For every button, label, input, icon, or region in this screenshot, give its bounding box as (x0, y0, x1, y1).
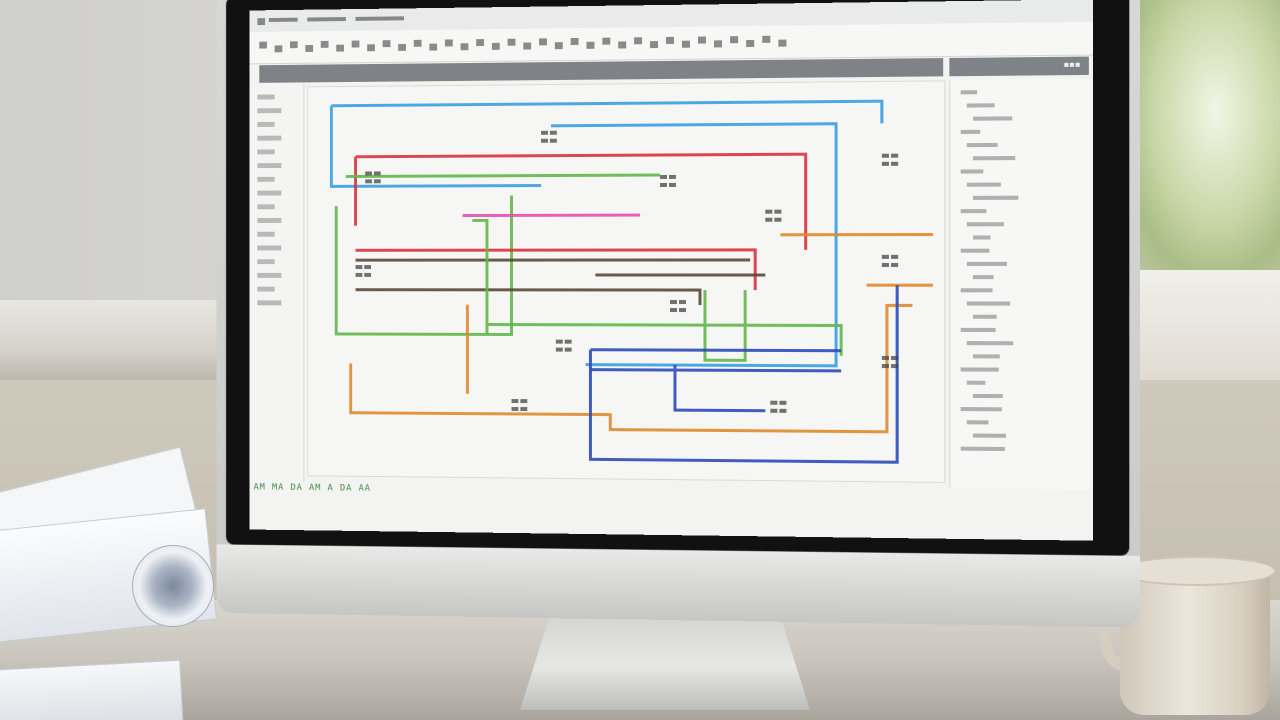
component-symbol[interactable] (520, 407, 527, 411)
component-symbol[interactable] (679, 308, 686, 312)
component-symbol[interactable] (779, 409, 786, 413)
component-symbol[interactable] (660, 183, 667, 187)
component-symbol[interactable] (512, 399, 519, 403)
component-symbol[interactable] (770, 409, 777, 413)
component-symbol[interactable] (670, 300, 677, 304)
component-symbol[interactable] (556, 348, 563, 352)
component-symbol[interactable] (882, 154, 889, 158)
component-symbol[interactable] (512, 407, 519, 411)
status-text: AM MA DA AM A DA AA (254, 483, 371, 494)
component-symbol[interactable] (891, 356, 898, 360)
component-symbol[interactable] (669, 175, 676, 179)
schematic-wire[interactable] (356, 250, 756, 290)
component-symbol[interactable] (891, 364, 898, 368)
component-symbol[interactable] (660, 175, 667, 179)
component-symbol[interactable] (541, 139, 548, 143)
screen: ▪▪▪ AM MA DA AM A DA AA (250, 0, 1093, 541)
component-symbol[interactable] (891, 255, 898, 259)
component-symbol[interactable] (770, 401, 777, 405)
component-symbol[interactable] (669, 183, 676, 187)
component-symbol[interactable] (556, 340, 563, 344)
component-symbol[interactable] (356, 273, 363, 277)
component-symbol[interactable] (882, 162, 889, 166)
schematic-wire[interactable] (356, 154, 806, 250)
component-symbol[interactable] (891, 154, 898, 158)
schematic-wire[interactable] (551, 124, 836, 366)
component-symbol[interactable] (364, 273, 371, 277)
component-symbol[interactable] (374, 171, 381, 175)
component-symbol[interactable] (565, 340, 572, 344)
component-symbol[interactable] (364, 265, 371, 269)
schematic-wire[interactable] (331, 101, 881, 186)
component-symbol[interactable] (541, 131, 548, 135)
component-symbol[interactable] (882, 255, 889, 259)
blueprint-sheet (0, 660, 183, 720)
component-symbol[interactable] (679, 300, 686, 304)
schematic-wire[interactable] (590, 365, 841, 412)
component-symbol[interactable] (365, 171, 372, 175)
component-symbol[interactable] (882, 356, 889, 360)
component-symbol[interactable] (882, 263, 889, 267)
component-symbol[interactable] (550, 131, 557, 135)
component-symbol[interactable] (891, 263, 898, 267)
component-symbol[interactable] (356, 265, 363, 269)
mug-rim (1118, 556, 1276, 586)
component-symbol[interactable] (765, 210, 772, 214)
schematic-wire[interactable] (336, 175, 660, 335)
component-symbol[interactable] (365, 179, 372, 183)
component-symbol[interactable] (774, 218, 781, 222)
component-symbol[interactable] (374, 179, 381, 183)
window (1120, 0, 1280, 280)
component-symbol[interactable] (882, 364, 889, 368)
component-symbol[interactable] (774, 210, 781, 214)
component-symbol[interactable] (779, 401, 786, 405)
component-symbol[interactable] (550, 139, 557, 143)
component-symbol[interactable] (891, 162, 898, 166)
component-symbol[interactable] (520, 399, 527, 403)
component-symbol[interactable] (565, 348, 572, 352)
wiring-schematic (250, 0, 1093, 541)
component-symbol[interactable] (670, 308, 677, 312)
component-symbol[interactable] (765, 218, 772, 222)
rolled-blueprint (132, 545, 214, 627)
